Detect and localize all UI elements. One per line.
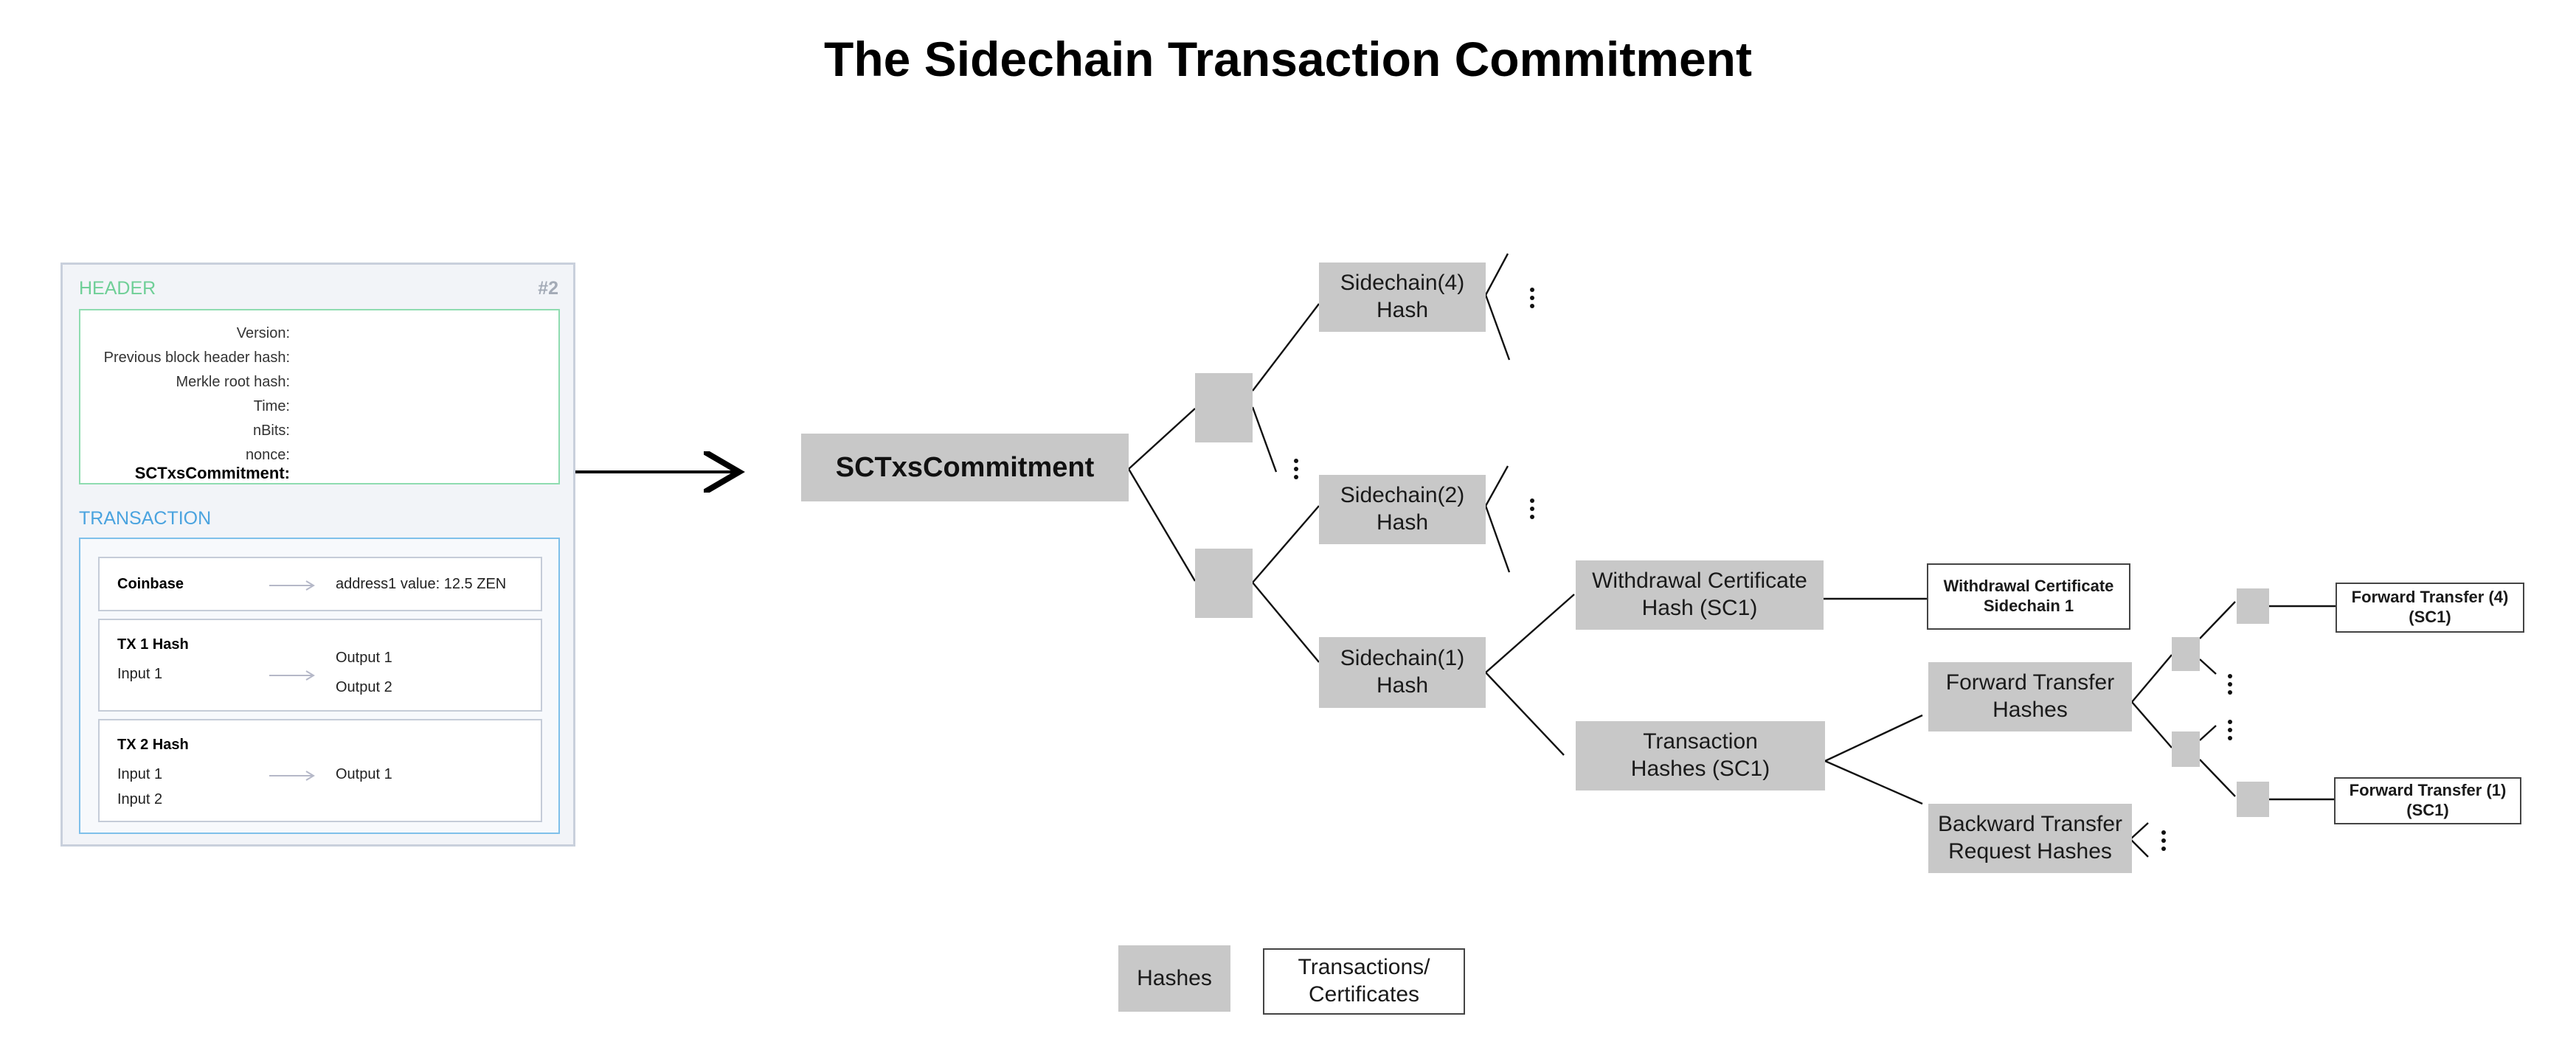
field-nonce: nonce:: [245, 447, 290, 463]
field-merkle-root: Merkle root hash:: [176, 374, 290, 390]
withdrawal-certificate-node: Withdrawal Certificate Sidechain 1: [1927, 563, 2130, 630]
edge-sc1-wcert: [1485, 594, 1575, 673]
transaction-box: Coinbase address1 value: 12.5 ZEN TX 1 H…: [79, 538, 560, 834]
field-nbits: nBits:: [252, 423, 290, 439]
tx2-input-2: Input 2: [117, 791, 163, 807]
header-box: Version: Previous block header hash: Mer…: [79, 309, 560, 484]
tx1-output-1: Output 1: [336, 650, 392, 666]
ellipsis-icon: [1292, 459, 1300, 483]
edge-a-sc4: [1252, 303, 1320, 392]
edge-a-dots: [1251, 406, 1278, 473]
tx1-label: TX 1 Hash: [117, 636, 189, 653]
ft-internal-hash-node-2: [2172, 731, 2200, 767]
field-version: Version:: [236, 325, 290, 341]
header-label: HEADER: [79, 278, 156, 299]
sidechain4-hash-node: Sidechain(4) Hash: [1319, 263, 1486, 332]
edge-sc2-up: [1484, 465, 1509, 507]
coinbase-label: Coinbase: [117, 576, 184, 592]
field-time: Time:: [253, 398, 290, 414]
tx2-label: TX 2 Hash: [117, 737, 189, 753]
backward-transfer-request-hashes-node: Backward Transfer Request Hashes: [1928, 804, 2132, 873]
tx1-output-2: Output 2: [336, 679, 392, 695]
block-number: #2: [538, 278, 558, 299]
edge-s1-s3: [2199, 601, 2236, 639]
coinbase-card: Coinbase address1 value: 12.5 ZEN: [98, 557, 542, 611]
edge-root-b: [1127, 468, 1197, 582]
legend-hashes: Hashes: [1118, 945, 1230, 1012]
edge-ft-s2: [2131, 701, 2172, 748]
edge-bt-up: [2130, 822, 2149, 840]
edge-tx-bt: [1824, 760, 1923, 805]
field-prev-hash: Previous block header hash:: [103, 350, 290, 366]
sidechain1-hash-node: Sidechain(1) Hash: [1319, 637, 1486, 708]
tx2-card: TX 2 Hash Input 1 Input 2 Output 1: [98, 719, 542, 822]
edge-root-a: [1128, 408, 1196, 470]
edge-s2-dots: [2199, 725, 2217, 741]
ellipsis-icon: [1528, 288, 1536, 312]
edge-s1-dots: [2199, 658, 2217, 675]
transaction-hashes-node: Transaction Hashes (SC1): [1576, 721, 1825, 790]
edge-sc4-up: [1484, 253, 1509, 296]
diagram-title: The Sidechain Transaction Commitment: [824, 32, 1752, 86]
arrow-icon: [269, 670, 315, 681]
coinbase-output: address1 value: 12.5 ZEN: [336, 576, 507, 592]
tx1-card: TX 1 Hash Input 1 Output 1 Output 2: [98, 619, 542, 712]
transaction-label: TRANSACTION: [79, 508, 212, 529]
edge-s2-s4: [2199, 759, 2236, 797]
arrow-icon: [269, 580, 315, 591]
edge-bt-down: [2130, 838, 2149, 858]
edge-b-sc1: [1252, 582, 1320, 663]
block-panel: HEADER #2 Version: Previous block header…: [60, 263, 575, 847]
ellipsis-icon: [2226, 674, 2234, 698]
forward-transfer-hashes-node: Forward Transfer Hashes: [1928, 662, 2132, 731]
edge-tx-ft: [1824, 714, 1923, 762]
forward-transfer-1-node: Forward Transfer (1) (SC1): [2334, 777, 2521, 824]
tx1-input: Input 1: [117, 666, 163, 682]
legend-transactions: Transactions/ Certificates: [1263, 948, 1465, 1015]
edge-sc1-tx: [1485, 672, 1565, 756]
ft4-hash-node: [2237, 588, 2269, 624]
arrow-icon: [269, 771, 315, 781]
ellipsis-icon: [1528, 498, 1536, 523]
internal-hash-node-b: [1195, 549, 1253, 618]
ellipsis-icon: [2226, 720, 2234, 744]
tx2-output: Output 1: [336, 766, 392, 782]
edge-b-sc2: [1252, 505, 1320, 583]
edge-sc4-down: [1484, 294, 1511, 361]
field-sctxscommitment: SCTxsCommitment:: [134, 464, 290, 482]
edge-ft-s1: [2131, 654, 2172, 703]
withdrawal-certificate-hash-node: Withdrawal Certificate Hash (SC1): [1576, 560, 1824, 630]
ellipsis-icon: [2160, 830, 2167, 855]
sctxscommitment-node: SCTxsCommitment: [801, 434, 1129, 501]
sidechain2-hash-node: Sidechain(2) Hash: [1319, 475, 1486, 544]
ft1-hash-node: [2237, 782, 2269, 817]
edge-sc2-down: [1484, 505, 1511, 573]
ft-internal-hash-node-1: [2172, 637, 2200, 671]
internal-hash-node-a: [1195, 373, 1253, 442]
forward-transfer-4-node: Forward Transfer (4) (SC1): [2336, 583, 2524, 633]
tx2-input-1: Input 1: [117, 766, 163, 782]
